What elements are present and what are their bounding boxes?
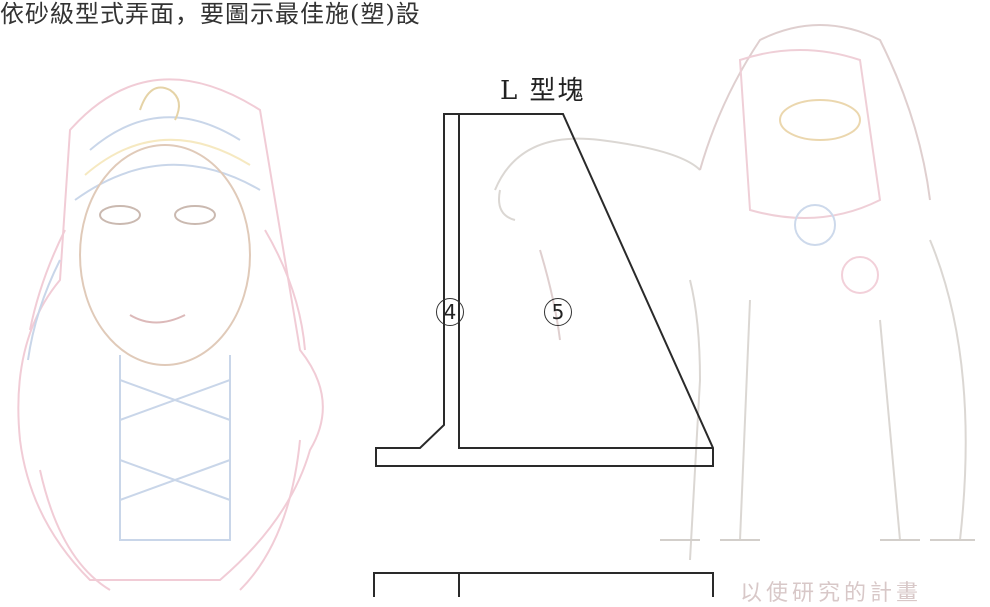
part-5-label: 5	[544, 298, 572, 326]
camel-sketch	[494, 24, 975, 561]
diagram-title: L 型塊	[500, 76, 586, 106]
lower-block-outline	[373, 572, 714, 597]
part-4-label: 4	[436, 298, 464, 326]
wall-outline	[375, 113, 714, 467]
faded-footer-text: 以使研究的計畫	[740, 581, 923, 606]
stem-line	[458, 114, 713, 449]
header-text: 依砂級型式弄面，要圖示最佳施(塑)設	[0, 0, 421, 28]
pharaoh-mask-sketch	[17, 78, 324, 591]
